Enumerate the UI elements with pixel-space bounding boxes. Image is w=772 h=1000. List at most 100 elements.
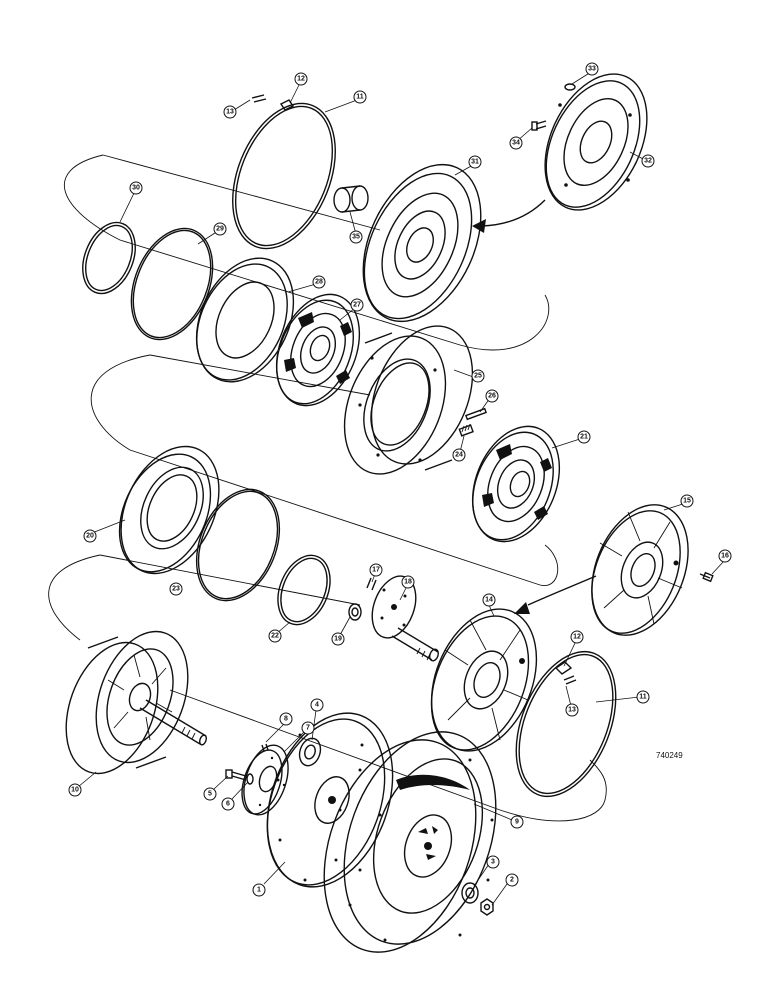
callout-label: 17 <box>372 567 380 574</box>
part-33-plug <box>564 83 576 91</box>
callout-7: 7 <box>301 721 315 735</box>
part-32-cover-plate <box>544 73 648 211</box>
callout-19: 19 <box>331 632 345 646</box>
callout-label: 26 <box>488 393 496 400</box>
assembly-group-outlines <box>48 154 607 822</box>
part-31-piston-plate <box>362 163 482 323</box>
callout-18: 18 <box>401 575 415 589</box>
part-25-clutch-drum <box>343 325 474 475</box>
callout-4: 4 <box>310 698 324 712</box>
callout-23: 23 <box>169 582 183 596</box>
part-11-lower-ring <box>515 650 617 798</box>
part-28-plate <box>195 257 295 383</box>
callout-label: 9 <box>515 819 519 826</box>
callout-label: 34 <box>512 140 520 147</box>
callout-label: 35 <box>352 234 360 241</box>
callout-28: 28 <box>312 275 326 289</box>
part-20-pressure-plate <box>118 445 220 575</box>
part-17-pin <box>366 577 377 591</box>
part-19-bushing <box>348 603 362 621</box>
callout-label: 11 <box>639 694 647 701</box>
callout-label: 13 <box>568 707 576 714</box>
callout-12-upper: 12 <box>294 72 308 86</box>
part-29-seal-ring <box>130 227 214 341</box>
part-22-small-ring <box>277 554 331 626</box>
callout-label: 15 <box>683 498 691 505</box>
part-9-flywheel-housing <box>323 731 497 953</box>
callout-label: 31 <box>471 159 479 166</box>
callout-1: 1 <box>252 883 266 897</box>
part-3-nut <box>461 882 479 904</box>
callout-5: 5 <box>203 787 217 801</box>
callout-label: 11 <box>356 94 364 101</box>
part-21-friction-disc <box>471 425 561 543</box>
callout-11-lower: 11 <box>636 690 650 704</box>
callout-label: 29 <box>216 226 224 233</box>
part-35-bushing <box>333 185 369 213</box>
part-12-lower-clip <box>554 661 573 675</box>
callout-2: 2 <box>505 873 519 887</box>
callout-label: 12 <box>573 634 581 641</box>
part-13-upper-pin <box>251 94 267 103</box>
callout-17: 17 <box>369 563 383 577</box>
callout-30: 30 <box>129 181 143 195</box>
callout-33: 33 <box>585 62 599 76</box>
assembly-arrow-upper <box>472 199 546 233</box>
callout-9: 9 <box>510 815 524 829</box>
assembly-arrow-lower <box>514 575 597 614</box>
part-30-small-ring <box>82 221 136 295</box>
callout-8: 8 <box>279 712 293 726</box>
callout-32: 32 <box>641 154 655 168</box>
callout-20: 20 <box>83 529 97 543</box>
callout-label: 4 <box>315 702 319 709</box>
callout-label: 21 <box>580 434 588 441</box>
callout-label: 19 <box>334 636 342 643</box>
callout-label: 13 <box>226 109 234 116</box>
callout-label: 32 <box>644 158 652 165</box>
part-11-upper-ring <box>232 102 336 250</box>
part-4-bearing <box>298 737 322 767</box>
callout-label: 5 <box>208 791 212 798</box>
callout-label: 23 <box>172 586 180 593</box>
callout-27: 27 <box>350 298 364 312</box>
part-27-friction-disc <box>275 293 361 407</box>
callout-11-upper: 11 <box>353 90 367 104</box>
callout-label: 1 <box>257 887 261 894</box>
part-10-drum <box>65 630 207 775</box>
callout-label: 2 <box>510 877 514 884</box>
part-2-washer <box>480 898 494 916</box>
callout-label: 24 <box>455 452 463 459</box>
callout-25: 25 <box>471 369 485 383</box>
part-8-pin <box>261 743 269 752</box>
part-5-bolt <box>225 769 247 781</box>
part-7-hub-plate <box>241 744 289 816</box>
part-16-bolt <box>699 571 714 583</box>
part-12-upper-clip <box>279 99 295 111</box>
callout-label: 18 <box>404 579 412 586</box>
callout-label: 10 <box>71 787 79 794</box>
callout-label: 7 <box>306 725 310 732</box>
callout-label: 27 <box>353 302 361 309</box>
callout-16: 16 <box>718 549 732 563</box>
figure-number: 740249 <box>656 751 683 760</box>
callout-12-lower: 12 <box>570 630 584 644</box>
part-6-washer <box>246 773 254 785</box>
callout-label: 6 <box>226 801 230 808</box>
callout-26: 26 <box>485 389 499 403</box>
callout-label: 8 <box>284 716 288 723</box>
callout-10: 10 <box>68 783 82 797</box>
callout-29: 29 <box>213 222 227 236</box>
part-13-lower-pin <box>563 675 577 685</box>
callout-22: 22 <box>268 629 282 643</box>
callout-14: 14 <box>482 593 496 607</box>
callout-label: 22 <box>271 633 279 640</box>
callout-label: 30 <box>132 185 140 192</box>
part-15-cover <box>591 504 689 636</box>
callout-35: 35 <box>349 230 363 244</box>
callout-label: 20 <box>86 533 94 540</box>
callout-24: 24 <box>452 448 466 462</box>
callout-label: 33 <box>588 66 596 73</box>
callout-label: 14 <box>485 597 493 604</box>
